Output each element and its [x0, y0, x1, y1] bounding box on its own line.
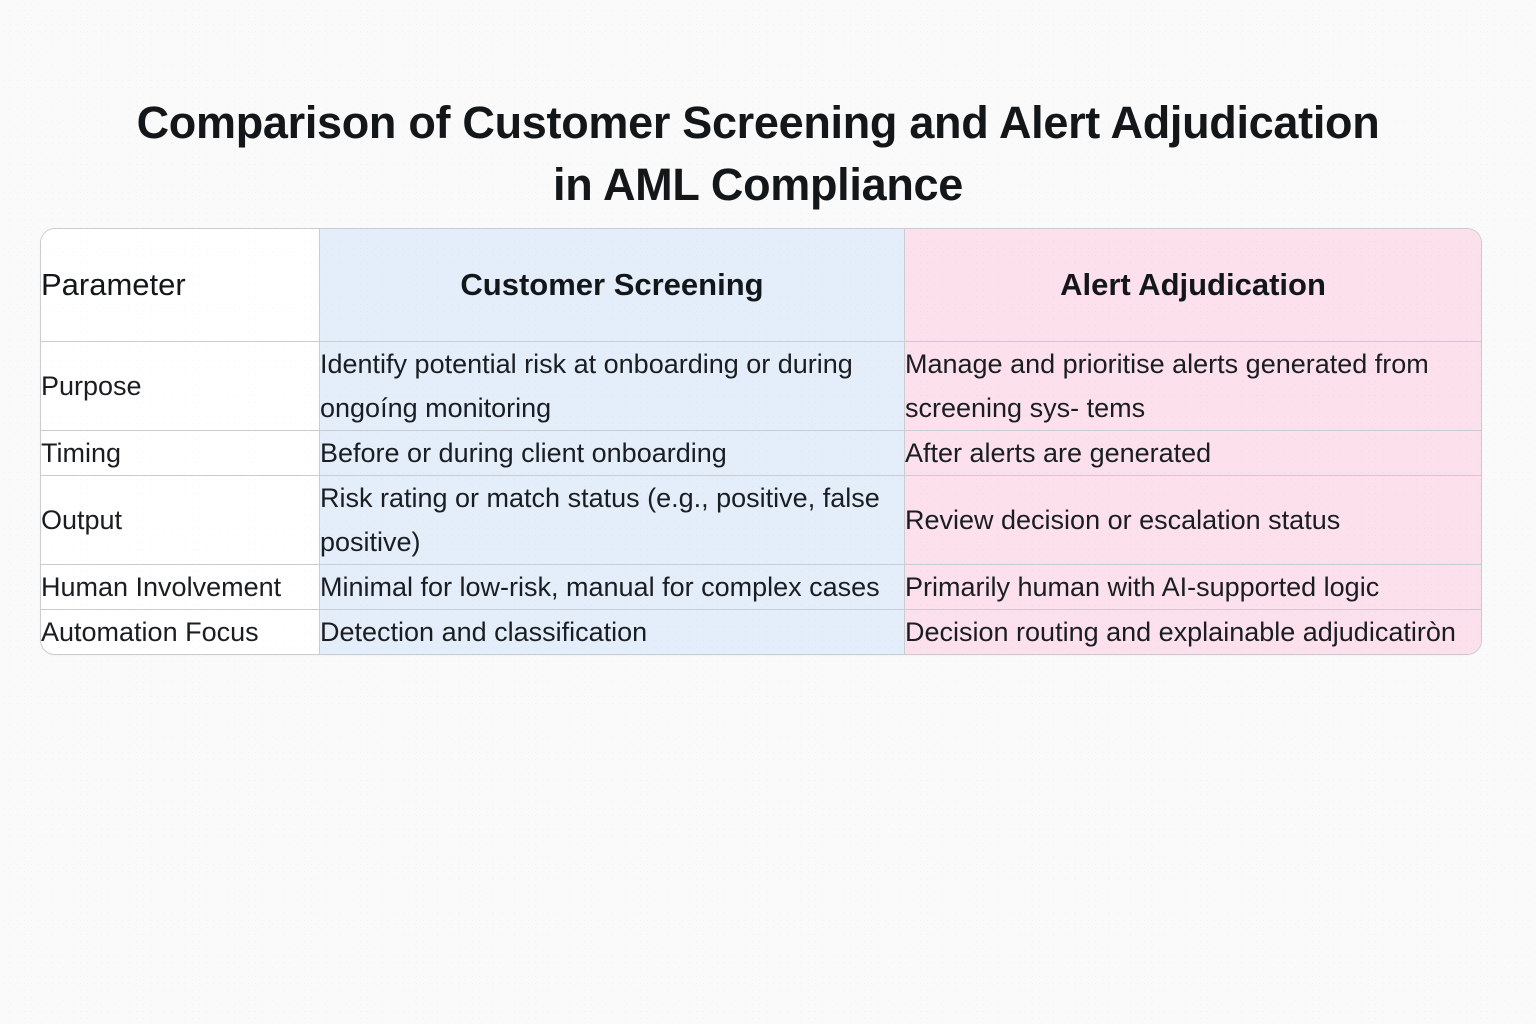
comparison-table: Parameter Customer Screening Alert Adjud…: [40, 228, 1482, 655]
table-header-row: Parameter Customer Screening Alert Adjud…: [41, 229, 1481, 342]
table-row: Human Involvement Minimal for low-risk, …: [41, 565, 1481, 610]
cell-automation-focus-customer-screening: Detection and classification: [319, 610, 904, 654]
cell-output-alert-adjudication: Review decision or escalation status: [904, 476, 1481, 565]
column-header-customer-screening: Customer Screening: [319, 229, 904, 342]
cell-purpose-alert-adjudication: Manage and prioritise alerts generated f…: [904, 342, 1481, 431]
table-row: Output Risk rating or match status (e.g.…: [41, 476, 1481, 565]
cell-timing-customer-screening: Before or during client onboarding: [319, 431, 904, 476]
column-header-parameter: Parameter: [41, 229, 319, 342]
row-label-automation-focus: Automation Focus: [41, 610, 319, 654]
row-label-human-involvement: Human Involvement: [41, 565, 319, 610]
row-label-timing: Timing: [41, 431, 319, 476]
page-title: Comparison of Customer Screening and Ale…: [88, 92, 1428, 216]
table-body: Purpose Identify potential risk at onboa…: [41, 342, 1481, 654]
table-header: Parameter Customer Screening Alert Adjud…: [41, 229, 1481, 342]
row-label-purpose: Purpose: [41, 342, 319, 431]
cell-automation-focus-alert-adjudication: Decision routing and explainable adjudic…: [904, 610, 1481, 654]
page-title-line-1: Comparison of Customer Screening and Ale…: [136, 97, 1380, 149]
cell-output-customer-screening: Risk rating or match status (e.g., posit…: [319, 476, 904, 565]
page-title-line-2: in AML Compliance: [553, 159, 963, 211]
column-header-alert-adjudication: Alert Adjudication: [904, 229, 1481, 342]
cell-purpose-customer-screening: Identify potential risk at onboarding or…: [319, 342, 904, 431]
row-label-output: Output: [41, 476, 319, 565]
cell-human-involvement-customer-screening: Minimal for low-risk, manual for complex…: [319, 565, 904, 610]
cell-timing-alert-adjudication: After alerts are generated: [904, 431, 1481, 476]
table-row: Purpose Identify potential risk at onboa…: [41, 342, 1481, 431]
table-row: Automation Focus Detection and classific…: [41, 610, 1481, 654]
table-row: Timing Before or during client onboardin…: [41, 431, 1481, 476]
cell-human-involvement-alert-adjudication: Primarily human with AI-supported logic: [904, 565, 1481, 610]
